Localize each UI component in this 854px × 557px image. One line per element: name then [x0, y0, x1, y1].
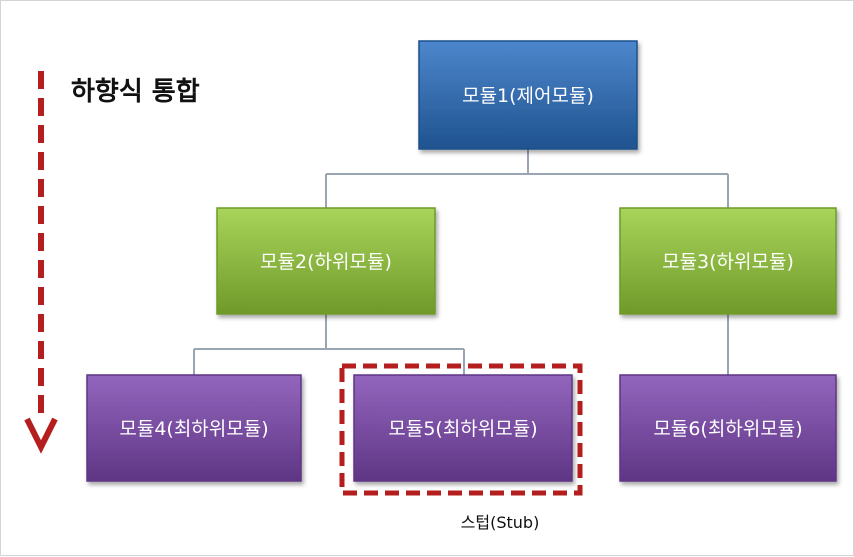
module-2-label: 모듈2(하위모듈) — [260, 251, 392, 273]
module-5-label: 모듈5(최하위모듈) — [388, 418, 537, 440]
module-5-box — [353, 374, 573, 482]
edge-module-2-to-module-4-5 — [193, 314, 465, 375]
module-1-label: 모듈1(제어모듈) — [462, 85, 594, 107]
module-5-node: 모듈5(최하위모듈) — [353, 374, 573, 482]
module-6-node: 모듈6(최하위모듈) — [619, 374, 837, 482]
diagram-title: 하향식 통합 — [71, 77, 200, 107]
module-1-node: 모듈1(제어모듈) — [418, 40, 638, 150]
arrow-head-icon — [24, 417, 58, 454]
module-3-node: 모듈3(하위모듈) — [619, 207, 837, 315]
stub-highlight-border — [339, 363, 583, 496]
module-3-box — [619, 207, 837, 315]
module-1-box — [418, 40, 638, 150]
module-4-label: 모듈4(최하위모듈) — [119, 418, 268, 440]
module-4-box — [86, 374, 302, 482]
module-2-box — [216, 207, 436, 315]
edge-module-1-to-module-2-3 — [325, 149, 729, 208]
connector-lines — [193, 149, 729, 375]
stub-label: 스텁(Stub) — [461, 513, 540, 532]
module-6-label: 모듈6(최하위모듈) — [653, 418, 802, 440]
module-6-box — [619, 374, 837, 482]
module-2-node: 모듈2(하위모듈) — [216, 207, 436, 315]
module-4-node: 모듈4(최하위모듈) — [86, 374, 302, 482]
top-down-arrow — [24, 71, 58, 454]
module-3-label: 모듈3(하위모듈) — [662, 251, 794, 273]
